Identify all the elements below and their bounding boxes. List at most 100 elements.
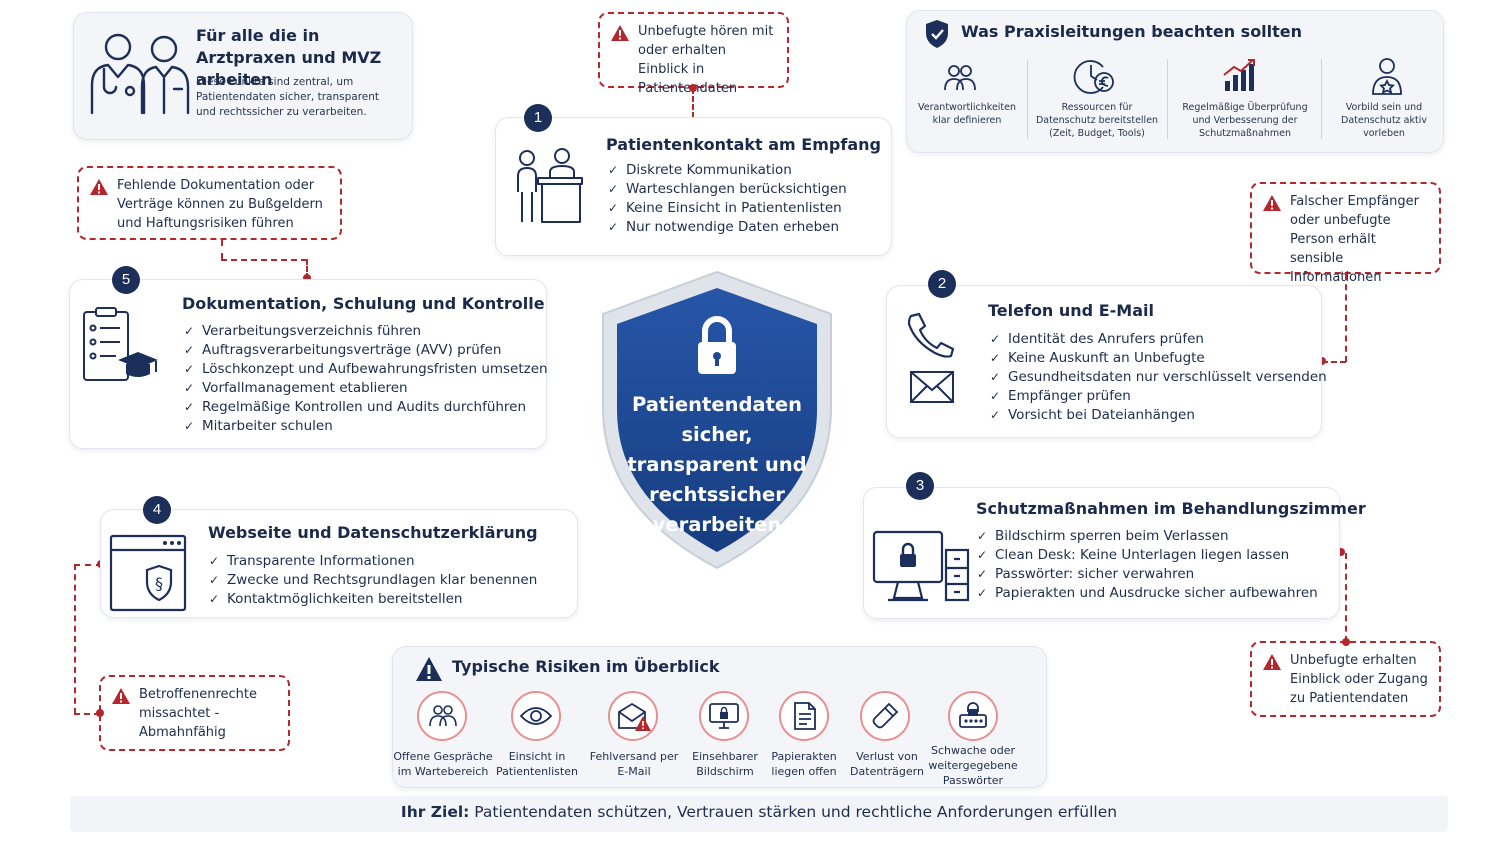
connector-5 xyxy=(221,240,223,259)
risk-text-1: Unbefugte hören mit oder erhalten Einbli… xyxy=(638,24,774,96)
risk-item-circle xyxy=(511,691,561,741)
risk-box-3: Unbefugte erhalten Einblick oder Zugang … xyxy=(1250,641,1441,717)
step-number-2: 2 xyxy=(928,270,956,298)
risk-item-circle xyxy=(860,691,910,741)
check-item: Bildschirm sperren beim Verlassen xyxy=(977,527,1318,546)
check-item: Regelmäßige Kontrollen und Audits durchf… xyxy=(184,398,548,417)
check-item: Passwörter: sicher verwahren xyxy=(977,565,1318,584)
check-item: Mitarbeiter schulen xyxy=(184,417,548,436)
risk-item-label: Fehlversand per E-Mail xyxy=(589,750,679,778)
mail-warning-icon xyxy=(618,702,651,731)
section-3-list: Bildschirm sperren beim Verlassen Clean … xyxy=(977,527,1318,603)
section-2-list: Identität des Anrufers prüfen Keine Ausk… xyxy=(990,330,1327,425)
section-1-card: 1 Patientenkontakt am Empfang Diskrete K… xyxy=(495,104,892,256)
mail-icon xyxy=(910,371,954,403)
clock-euro-icon xyxy=(1073,60,1114,94)
check-item: Zwecke und Rechtsgrundlagen klar benenne… xyxy=(209,571,537,590)
divider xyxy=(1321,59,1322,139)
goal-text: Ihr Ziel: Patientendaten schützen, Vertr… xyxy=(70,803,1448,821)
step-number-4: 4 xyxy=(143,496,171,524)
risk-box-5: Fehlende Dokumentation oder Verträge kön… xyxy=(77,166,342,240)
center-shield xyxy=(563,268,871,570)
connector-4 xyxy=(74,564,102,566)
section-4-list: Transparente Informationen Zwecke und Re… xyxy=(209,552,537,609)
divider xyxy=(1167,59,1168,139)
risk-item-circle xyxy=(608,691,658,741)
people-icon xyxy=(944,65,976,91)
role-model-icon xyxy=(1372,58,1402,95)
mgmt-label-3: Regelmäßige Überprüfung und Verbesserung… xyxy=(1182,102,1308,139)
risk-text-2: Falscher Empfänger oder unbefugte Person… xyxy=(1290,194,1420,285)
mgmt-label-2: Ressourcen für Datenschutz bereitstellen… xyxy=(1035,102,1159,139)
reception-icon xyxy=(517,148,583,223)
people-icon xyxy=(429,705,457,727)
check-item: Nur notwendige Daten erheben xyxy=(608,218,847,237)
connector-2 xyxy=(1345,274,1347,362)
risk-box-2: Falscher Empfänger oder unbefugte Person… xyxy=(1250,182,1441,285)
connector-2 xyxy=(1322,361,1346,363)
risk-text-3: Unbefugte erhalten Einblick oder Zugang … xyxy=(1290,653,1428,706)
section-1-title: Patientenkontakt am Empfang xyxy=(606,135,881,154)
risk-item-label: Schwache oder weitergegebene Passwörter xyxy=(928,744,1018,787)
warning-icon xyxy=(112,688,130,704)
section-3-title: Schutzmaßnahmen im Behandlungszimmer xyxy=(976,499,1366,518)
goal-message: Patientendaten schützen, Vertrauen stärk… xyxy=(474,803,1118,821)
section-4-title: Webseite und Datenschutzerklärung xyxy=(208,523,538,542)
mgmt-label-4: Vorbild sein und Datenschutz aktiv vorle… xyxy=(1341,102,1427,139)
risk-box-4: Betroffenenrechte missachtet - Abmahnfäh… xyxy=(99,675,290,751)
management-card: Was Praxisleitungen beachten sollten Ver… xyxy=(906,10,1444,153)
check-item: Warteschlangen berücksichtigen xyxy=(608,180,847,199)
check-item: Löschkonzept und Aufbewahrungsfristen um… xyxy=(184,360,548,379)
audience-title: Für alle die in Arztpraxen und MVZ arbei… xyxy=(196,26,382,89)
website-shield-icon: § xyxy=(109,534,187,612)
connector-dot xyxy=(303,274,311,282)
risks-overview-title: Typische Risiken im Überblick xyxy=(452,657,720,676)
warning-icon xyxy=(90,179,108,195)
usb-icon xyxy=(872,702,899,729)
eye-icon xyxy=(520,707,552,725)
chart-icon xyxy=(1223,59,1255,91)
section-2-card: 2 Telefon und E-Mail Identität des Anruf… xyxy=(886,270,1327,438)
audience-text: Diese Punkte sind zentral, um Patientend… xyxy=(196,76,380,118)
section-2-title: Telefon und E-Mail xyxy=(988,301,1154,320)
management-title: Was Praxisleitungen beachten sollten xyxy=(961,22,1303,41)
check-item: Papierakten und Ausdrucke sicher aufbewa… xyxy=(977,584,1318,603)
connector-1 xyxy=(692,88,694,118)
check-item: Empfänger prüfen xyxy=(990,387,1327,406)
goal-bar xyxy=(70,796,1448,832)
check-item: Clean Desk: Keine Unterlagen liegen lass… xyxy=(977,546,1318,565)
step-number-5: 5 xyxy=(112,266,140,294)
section-5-card: 5 Dokumentation, Schulung und Kontrolle … xyxy=(69,266,548,449)
risk-item-label: Einsehbarer Bildschirm xyxy=(692,750,758,778)
check-item: Auftragsverarbeitungsverträge (AVV) prüf… xyxy=(184,341,548,360)
shield-check-icon xyxy=(926,20,948,48)
risk-text-4: Betroffenenrechte missachtet - Abmahnfäh… xyxy=(139,687,257,740)
warning-icon xyxy=(416,657,442,681)
password-icon xyxy=(959,702,987,728)
section-5-list: Verarbeitungsverzeichnis führen Auftrags… xyxy=(184,322,548,436)
check-item: Verarbeitungsverzeichnis führen xyxy=(184,322,548,341)
connector-5 xyxy=(221,259,307,261)
svg-text:§: § xyxy=(155,574,163,593)
connector-dot xyxy=(1337,548,1345,556)
check-item: Transparente Informationen xyxy=(209,552,537,571)
check-item: Identität des Anrufers prüfen xyxy=(990,330,1327,349)
check-item: Gesundheitsdaten nur verschlüsselt verse… xyxy=(990,368,1327,387)
step-number-1: 1 xyxy=(524,104,552,132)
phone-icon xyxy=(907,312,955,358)
section-4-card: § 4 Webseite und Datenschutzerklärung Tr… xyxy=(100,496,578,618)
connector-dot xyxy=(1342,638,1350,646)
risk-item-label: Verlust von Datenträgern xyxy=(850,750,924,778)
section-3-card: 3 Schutzmaßnahmen im Behandlungszimmer B… xyxy=(863,472,1366,619)
workstation-lock-icon xyxy=(872,530,970,602)
connector-dot xyxy=(96,709,104,717)
checklist-graduation-icon xyxy=(83,307,158,381)
connector-4 xyxy=(74,564,76,714)
risk-item-circle xyxy=(779,691,829,741)
risk-box-1: Unbefugte hören mit oder erhalten Einbli… xyxy=(598,12,789,96)
connector-dot xyxy=(689,84,697,92)
divider xyxy=(1027,59,1028,139)
section-5-title: Dokumentation, Schulung und Kontrolle xyxy=(182,294,545,313)
section-1-list: Diskrete Kommunikation Warteschlangen be… xyxy=(608,161,847,237)
warning-icon xyxy=(1263,654,1281,670)
